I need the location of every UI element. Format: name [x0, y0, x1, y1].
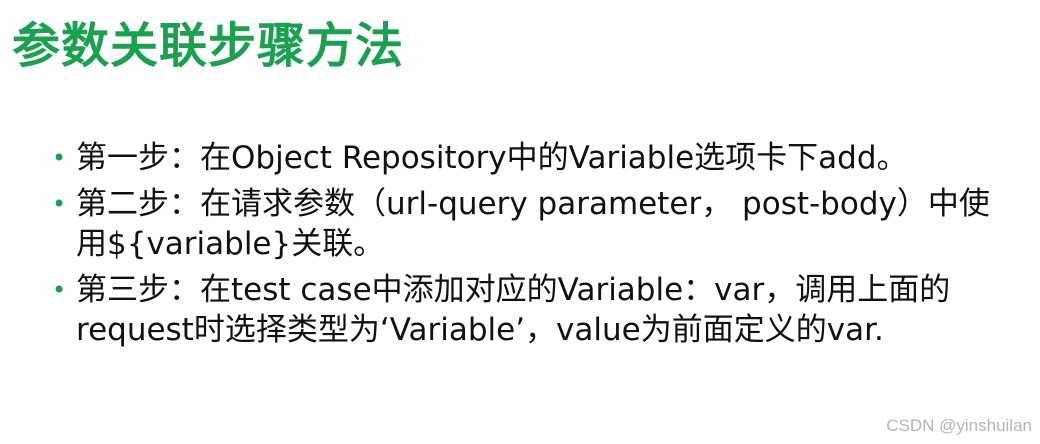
bullet-list: • 第一步：在Object Repository中的Variable选项卡下ad…	[52, 138, 1012, 356]
watermark: CSDN @yinshuilan	[886, 416, 1032, 435]
bullet-dot-icon: •	[52, 276, 67, 304]
bullet-text: 第三步：在test case中添加对应的Variable：var，调用上面的re…	[76, 272, 951, 348]
bullet-text: 第一步：在Object Repository中的Variable选项卡下add。	[76, 140, 908, 176]
bullet-item-step-2: • 第二步：在请求参数（url-query parameter， post-bo…	[52, 184, 1012, 264]
bullet-dot-icon: •	[52, 190, 67, 218]
page-title: 参数关联步骤方法	[12, 18, 405, 74]
bullet-item-step-1: • 第一步：在Object Repository中的Variable选项卡下ad…	[52, 138, 1012, 178]
bullet-text: 第二步：在请求参数（url-query parameter， post-body…	[76, 186, 990, 262]
bullet-dot-icon: •	[52, 144, 67, 172]
bullet-item-step-3: • 第三步：在test case中添加对应的Variable：var，调用上面的…	[52, 270, 1012, 350]
